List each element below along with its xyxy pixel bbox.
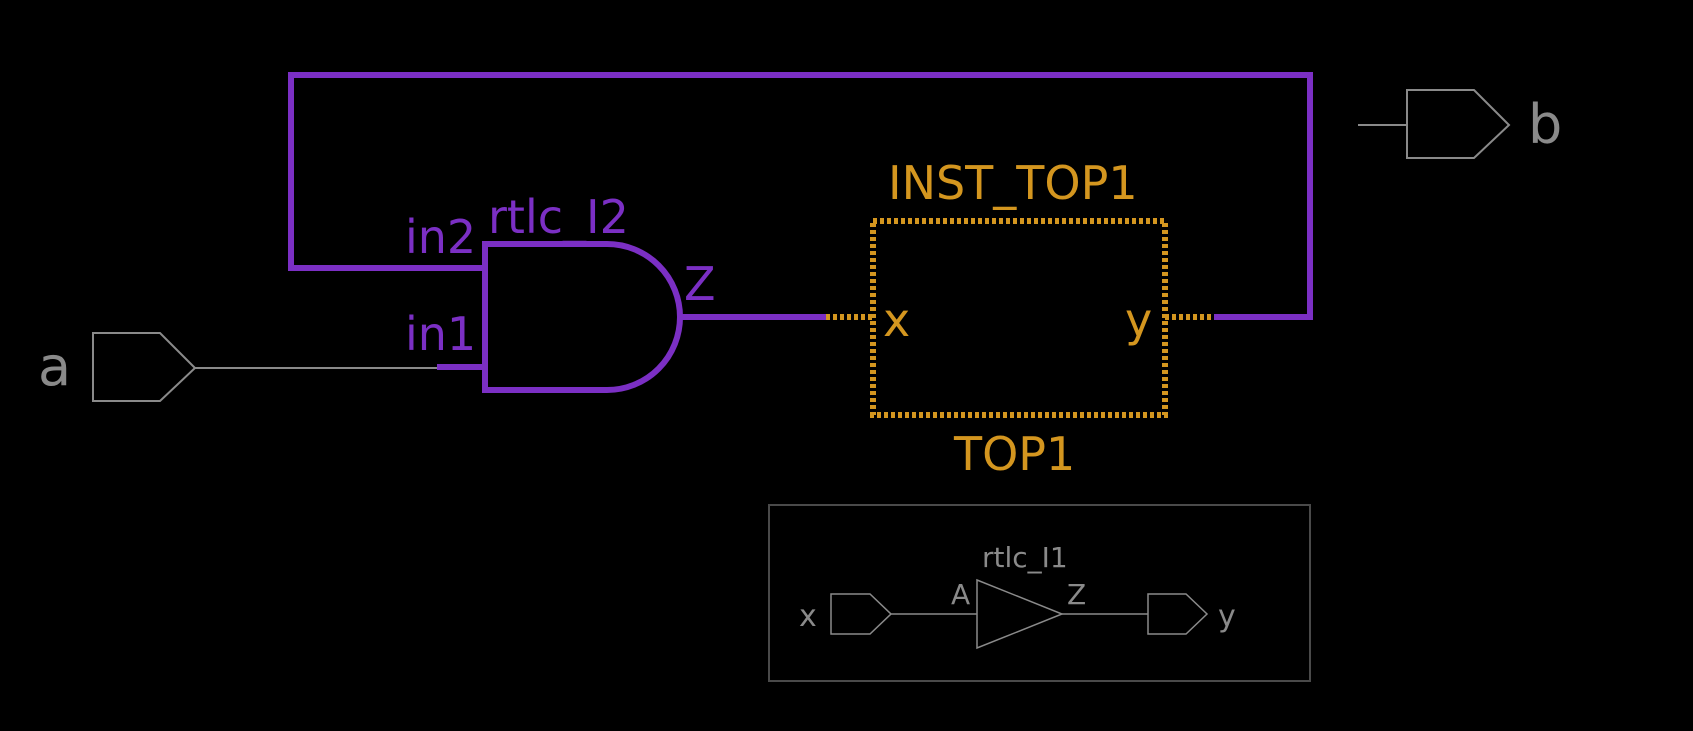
instance-name-label: INST_TOP1 [888,156,1138,210]
instance-pin-y-label: y [1125,293,1152,347]
output-port-b-label: b [1528,93,1562,156]
preview-buffer-name: rtlc_I1 [982,541,1068,574]
net-feedback-y-to-in2[interactable] [288,72,1313,320]
and-gate-pin-in2-label: in2 [405,210,476,264]
input-port-a-label: a [38,335,71,398]
and-gate-instance-name: rtlc_I2 [488,190,629,244]
input-port-a-shape[interactable] [92,332,197,402]
and-gate-body[interactable] [482,241,683,393]
output-port-b[interactable]: b [1358,89,1562,159]
preview-input-port-x-label: x [799,599,817,634]
preview-input-port-x [830,593,893,635]
instance-module-label: TOP1 [953,427,1075,481]
preview-buffer-pin-a: A [951,578,970,611]
preview-buffer-pin-z: Z [1067,578,1086,611]
input-port-a[interactable]: a [38,332,197,402]
and-gate-pin-z-label: Z [684,257,716,311]
instance-inst-top1[interactable]: INST_TOP1 TOP1 x y [826,156,1214,481]
and-gate-rtlc-i2[interactable]: rtlc_I2 in2 in1 Z [405,190,716,393]
preview-output-port-y [1147,593,1209,635]
instance-box[interactable] [870,218,1168,418]
preview-buffer-rtlc-i1 [976,578,1065,650]
output-port-b-shape[interactable] [1406,89,1511,159]
instance-pin-x-label: x [883,293,910,347]
preview-frame [768,504,1311,682]
preview-output-port-y-label: y [1218,599,1236,634]
and-gate-pin-in1-label: in1 [405,307,476,361]
module-preview-panel: x rtlc_I1 A Z y [768,504,1311,682]
